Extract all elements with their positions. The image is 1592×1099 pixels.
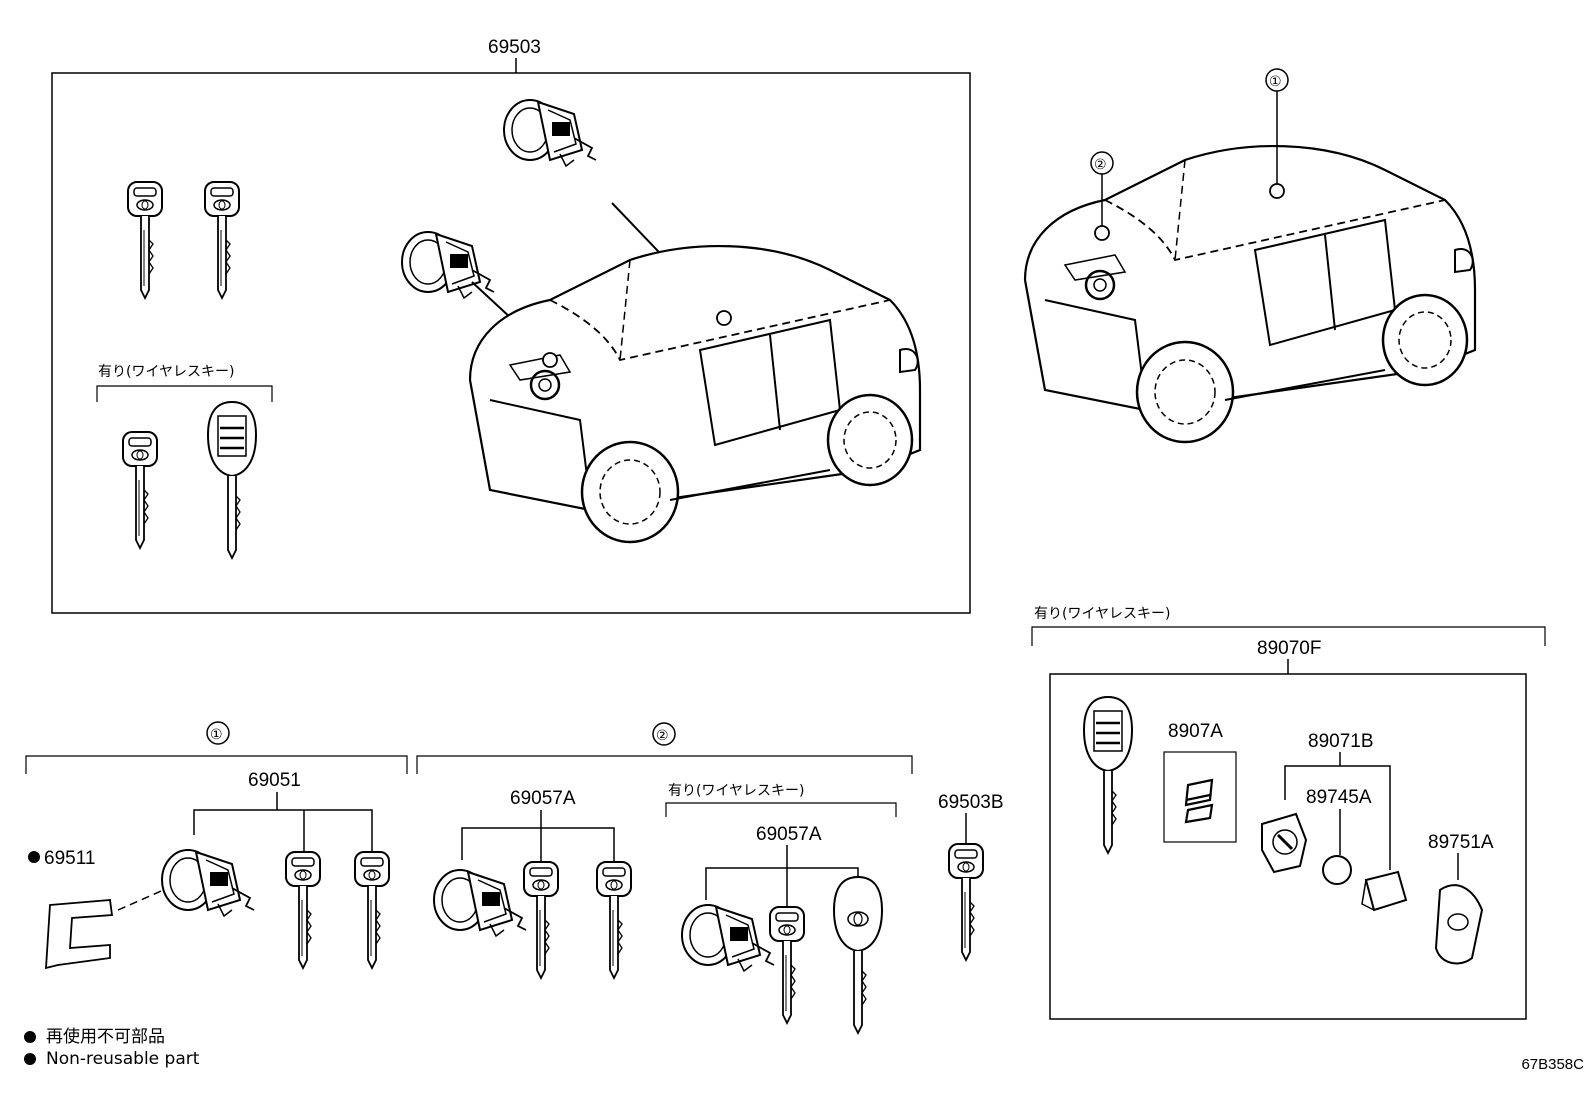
bullet-icon: [24, 1053, 36, 1065]
key-remote: [1082, 695, 1134, 855]
part-69511-clip: [45, 899, 114, 970]
key-mechanical: [204, 181, 240, 299]
wireless-note-69057A: 有り(ワイヤレスキー): [668, 783, 805, 799]
legend-jp: 再使用不可部品: [46, 1027, 165, 1047]
label-8907A: 8907A: [1168, 721, 1223, 742]
lock-cylinder: [161, 849, 255, 917]
label-89070F: 89070F: [1257, 638, 1321, 659]
legend-row-jp: 再使用不可部品: [24, 1026, 199, 1048]
part-8907A-box: [1163, 751, 1237, 843]
key-mechanical: [769, 906, 805, 1024]
label-69511: 69511: [44, 848, 95, 869]
label-69057A-1: 69057A: [510, 788, 576, 809]
group1-marker: ①: [210, 727, 223, 743]
vehicle-illustration: [1023, 144, 1477, 444]
key-mechanical: [596, 861, 632, 979]
lock-cylinder: [433, 869, 527, 937]
lock-cylinder: [503, 99, 597, 167]
key-mechanical: [285, 851, 321, 969]
group2-marker: ②: [656, 728, 669, 744]
key-remote: [206, 400, 258, 560]
marker-1: ①: [1269, 74, 1282, 90]
key-mechanical: [948, 843, 984, 961]
key-mechanical: [127, 181, 163, 299]
key-mechanical: [523, 861, 559, 979]
label-89071B: 89071B: [1308, 731, 1374, 752]
marker-2: ②: [1094, 157, 1107, 173]
label-89745A: 89745A: [1306, 787, 1372, 808]
legend-row-en: Non-reusable part: [24, 1048, 199, 1070]
key-mechanical: [122, 431, 158, 549]
key-remote: [833, 876, 883, 1034]
legend: 再使用不可部品 Non-reusable part: [24, 1026, 199, 1070]
wireless-note-89070F: 有り(ワイヤレスキー): [1034, 606, 1171, 622]
label-89751A: 89751A: [1428, 832, 1494, 853]
group-box-69503: [51, 72, 971, 614]
lock-cylinder: [401, 231, 495, 299]
vehicle-illustration: [468, 244, 922, 544]
group-box-89070F: [1049, 673, 1527, 1020]
wireless-note: 有り(ワイヤレスキー): [98, 364, 235, 380]
key-mechanical: [354, 851, 390, 969]
lock-cylinder: [681, 904, 775, 972]
bullet-icon: [24, 1031, 36, 1043]
figure-code: 67B358C: [1521, 1056, 1584, 1073]
label-69051: 69051: [248, 770, 301, 791]
label-69057A-2: 69057A: [756, 824, 822, 845]
legend-en: Non-reusable part: [46, 1049, 200, 1069]
label-69503B: 69503B: [938, 792, 1004, 813]
label-69503: 69503: [488, 37, 541, 58]
